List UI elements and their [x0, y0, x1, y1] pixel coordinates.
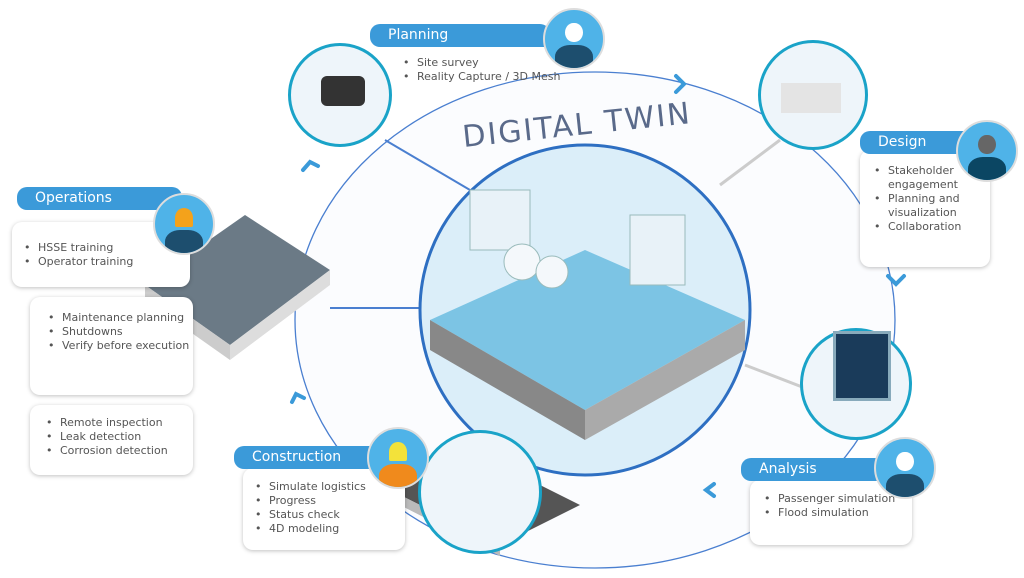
list-item: Progress: [251, 494, 405, 508]
list-item: Shutdowns: [44, 325, 193, 339]
list-item: Simulate logistics: [251, 480, 405, 494]
orbit-arrows: [290, 74, 906, 498]
design-header: Design: [860, 131, 980, 154]
laptop-image: [800, 328, 912, 440]
list-item: Flood simulation: [760, 506, 912, 520]
construction-image: [418, 430, 542, 554]
list-item: Maintenance planning: [44, 311, 193, 325]
planning-list: Site surveyReality Capture / 3D Mesh: [395, 50, 575, 90]
list-item: Operator training: [20, 255, 190, 269]
design-avatar-icon: [956, 120, 1018, 182]
list-item: Passenger simulation: [760, 492, 912, 506]
analysis-header: Analysis: [741, 458, 891, 481]
analysis-list: Passenger simulationFlood simulation: [750, 480, 912, 545]
list-item: Site survey: [399, 56, 575, 70]
planning-header: Planning: [370, 24, 550, 47]
operations-avatar-icon: [153, 193, 215, 255]
design-office-image: [758, 40, 868, 150]
spoke-analysis: [744, 363, 811, 392]
operations-header: Operations: [17, 187, 182, 210]
spoke-planning: [384, 139, 471, 191]
list-item: Remote inspection: [42, 416, 193, 430]
plant-base: [430, 250, 745, 410]
construction-avatar-icon: [367, 427, 429, 489]
list-item: Reality Capture / 3D Mesh: [399, 70, 575, 84]
list-item: 4D modeling: [251, 522, 405, 536]
maintenance-list: Maintenance planningShutdownsVerify befo…: [30, 297, 193, 395]
list-item: Planning and visualization: [870, 192, 986, 220]
drone-image: [288, 43, 392, 147]
list-item: Verify before execution: [44, 339, 193, 353]
list-item: Collaboration: [870, 220, 986, 234]
list-item: HSSE training: [20, 241, 190, 255]
list-item: Stakeholder engagement: [870, 164, 986, 192]
construction-list: Simulate logisticsProgressStatus check4D…: [243, 468, 405, 550]
construction-header: Construction: [234, 446, 394, 469]
list-item: Leak detection: [42, 430, 193, 444]
list-item: Corrosion detection: [42, 444, 193, 458]
spoke-design: [719, 138, 781, 187]
list-item: Status check: [251, 508, 405, 522]
inspection-list: Remote inspectionLeak detectionCorrosion…: [30, 405, 193, 475]
analysis-avatar-icon: [874, 437, 936, 499]
